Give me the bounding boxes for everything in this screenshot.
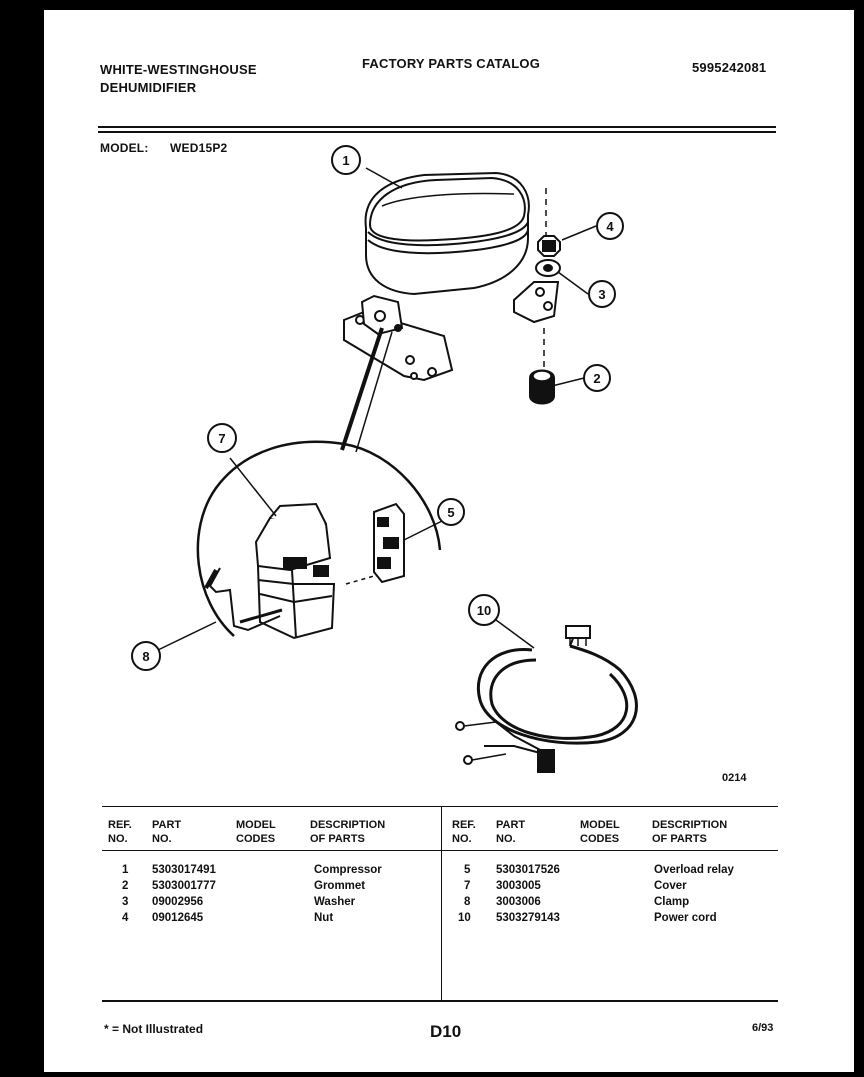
svg-text:2: 2 bbox=[593, 371, 600, 386]
svg-text:8: 8 bbox=[142, 649, 149, 664]
catalog-number: 5995242081 bbox=[692, 60, 767, 75]
desc-cell: Overload relay bbox=[654, 864, 734, 876]
figure-code: 0214 bbox=[722, 772, 747, 784]
header-ref-right: REF.NO. bbox=[452, 819, 476, 845]
ref-cell: 3 bbox=[122, 896, 129, 908]
part-cell: 5303001777 bbox=[152, 880, 216, 892]
page-code: D10 bbox=[430, 1022, 462, 1041]
part-cell: 5303017491 bbox=[152, 864, 216, 876]
part-cell: 09002956 bbox=[152, 896, 204, 908]
part-cell: 09012645 bbox=[152, 912, 204, 924]
grommet-drawing bbox=[529, 369, 555, 405]
ref-cell: 1 bbox=[122, 864, 129, 876]
exploded-parts-diagram: 1 4 3 2 7 5 8 10 0214 bbox=[131, 145, 747, 784]
desc-cell: Washer bbox=[314, 896, 356, 908]
callout-8: 8 bbox=[131, 641, 161, 671]
part-cell: 3003006 bbox=[496, 896, 541, 908]
callout-10: 10 bbox=[468, 594, 500, 626]
part-cell: 5303017526 bbox=[496, 864, 560, 876]
table-rule-top bbox=[102, 806, 778, 807]
callout-3: 3 bbox=[588, 280, 616, 308]
callout-2: 2 bbox=[583, 364, 611, 392]
footer-note: * = Not Illustrated bbox=[104, 1022, 204, 1036]
header-rule-top bbox=[98, 126, 776, 128]
table-header-rule-right bbox=[442, 850, 778, 851]
svg-text:4: 4 bbox=[606, 219, 614, 234]
model-value: WED15P2 bbox=[170, 141, 228, 155]
power-cord-drawing bbox=[455, 625, 638, 773]
header-rule-bottom bbox=[98, 131, 776, 133]
svg-text:7: 7 bbox=[218, 431, 225, 446]
brand-line2: DEHUMIDIFIER bbox=[100, 80, 197, 95]
clamp-drawing bbox=[204, 567, 283, 632]
part-cell: 3003005 bbox=[496, 880, 541, 892]
ref-cell: 7 bbox=[464, 880, 471, 892]
desc-cell: Nut bbox=[314, 912, 334, 924]
part-cell: 5303279143 bbox=[496, 912, 560, 924]
washer-drawing bbox=[535, 259, 561, 277]
table-divider-vertical bbox=[441, 806, 442, 1000]
ref-cell: 10 bbox=[458, 912, 471, 924]
desc-cell: Grommet bbox=[314, 880, 366, 892]
header-ref: REF.NO. bbox=[108, 819, 132, 845]
catalog-title: FACTORY PARTS CATALOG bbox=[362, 56, 541, 71]
footer-date: 6/93 bbox=[752, 1022, 774, 1034]
relay-cover-drawing bbox=[254, 502, 336, 640]
svg-text:10: 10 bbox=[477, 603, 491, 618]
svg-text:3: 3 bbox=[598, 287, 605, 302]
compressor-drawing bbox=[343, 171, 560, 382]
svg-text:5: 5 bbox=[447, 505, 454, 520]
desc-cell: Compressor bbox=[314, 864, 382, 876]
callout-1: 1 bbox=[331, 145, 361, 175]
desc-cell: Power cord bbox=[654, 912, 717, 924]
table-header-rule-left bbox=[102, 850, 441, 851]
ref-cell: 5 bbox=[464, 864, 471, 876]
catalog-page: WHITE-WESTINGHOUSE DEHUMIDIFIER FACTORY … bbox=[44, 10, 854, 1072]
overload-relay-drawing bbox=[345, 502, 405, 585]
ref-cell: 4 bbox=[122, 912, 129, 924]
callout-5: 5 bbox=[437, 498, 465, 526]
desc-cell: Clamp bbox=[654, 896, 690, 908]
ref-cell: 2 bbox=[122, 880, 129, 892]
nut-drawing bbox=[537, 235, 561, 257]
model-label: MODEL: bbox=[100, 141, 149, 155]
desc-cell: Cover bbox=[654, 880, 687, 892]
callout-7: 7 bbox=[207, 423, 237, 453]
svg-text:1: 1 bbox=[342, 153, 349, 168]
ref-cell: 8 bbox=[464, 896, 471, 908]
brand-line1: WHITE-WESTINGHOUSE bbox=[100, 62, 257, 77]
table-rule-bottom bbox=[102, 1000, 778, 1002]
callout-4: 4 bbox=[596, 212, 624, 240]
